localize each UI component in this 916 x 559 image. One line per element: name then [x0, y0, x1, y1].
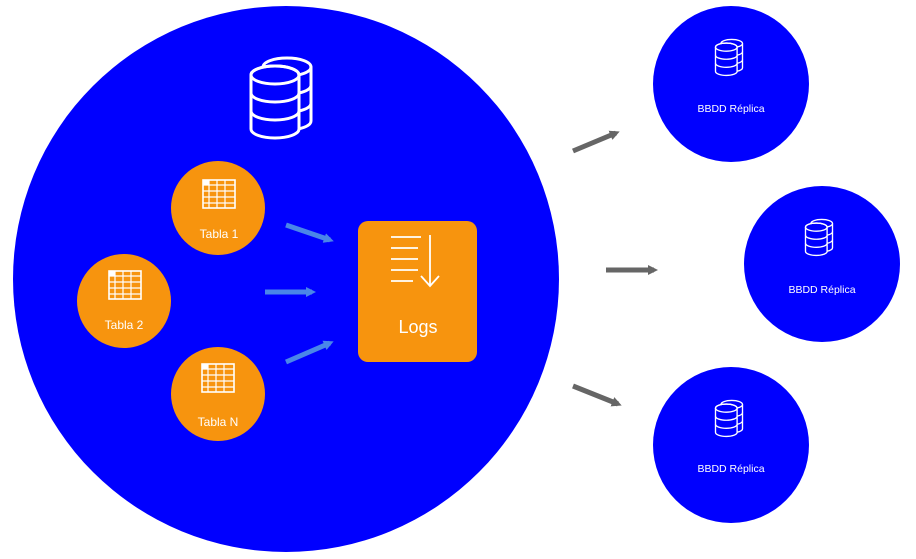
logs-label: Logs [398, 317, 437, 337]
main-database-circle [13, 6, 559, 552]
table-node-1: Tabla 1 [171, 161, 265, 255]
table-node-n: Tabla N [171, 347, 265, 441]
replica-label: BBDD Réplica [788, 284, 855, 296]
table-label: Tabla N [198, 415, 239, 429]
replica-node-3: BBDD Réplica [653, 367, 809, 523]
table-node-2: Tabla 2 [77, 254, 171, 348]
log-lines-arrow-down-icon [391, 235, 440, 288]
arrow-table1-to-logs [285, 222, 334, 243]
replica-node-1: BBDD Réplica [653, 6, 809, 162]
arrow-to-replica-1 [572, 130, 620, 154]
replica-label: BBDD Réplica [697, 103, 764, 115]
logs-box: Logs [358, 221, 477, 362]
replica-label: BBDD Réplica [697, 463, 764, 475]
arrow-tablen-to-logs [285, 340, 334, 365]
table-label: Tabla 1 [200, 227, 239, 241]
replica-node-2: BBDD Réplica [744, 186, 900, 342]
table-label: Tabla 2 [105, 318, 144, 332]
arrow-to-replica-3 [572, 383, 622, 407]
